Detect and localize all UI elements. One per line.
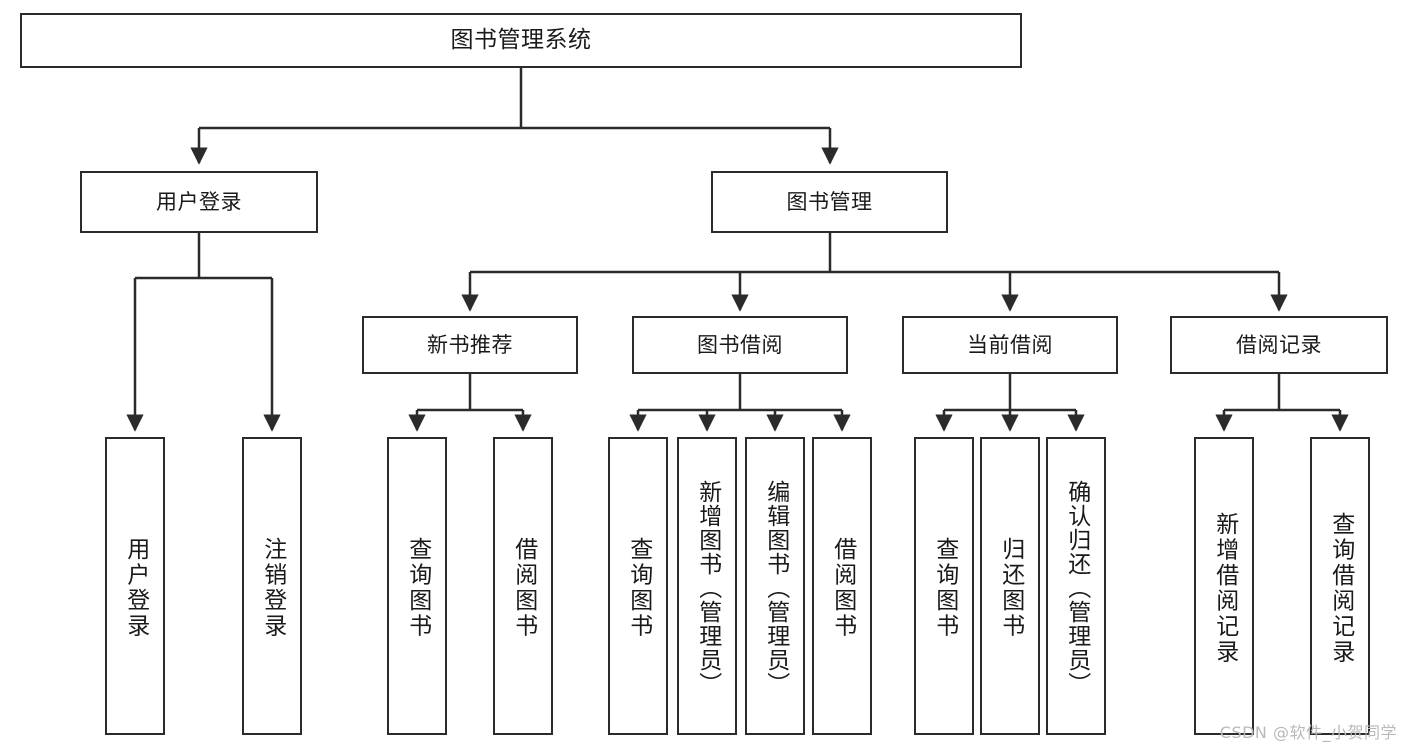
- node-new-book-recommend[interactable]: 新书推荐: [362, 316, 578, 374]
- node-label: 查询图书: [404, 537, 431, 639]
- node-label: 用户登录: [156, 189, 242, 214]
- node-label: 查询图书: [625, 537, 652, 639]
- node-label: 借阅图书: [829, 537, 856, 639]
- leaf-current-borrow-return-book[interactable]: 归还图书: [980, 437, 1040, 735]
- node-label: 图书管理: [786, 189, 873, 214]
- node-label: 注销登录: [259, 537, 286, 639]
- leaf-borrow-record-add-record[interactable]: 新增借阅记录: [1194, 437, 1254, 735]
- node-label: 新增借阅记录: [1211, 511, 1238, 665]
- leaf-borrow-record-query-record[interactable]: 查询借阅记录: [1310, 437, 1370, 735]
- node-label: 归还图书: [997, 537, 1024, 639]
- node-book-borrow[interactable]: 图书借阅: [632, 316, 848, 374]
- node-label: 新增图书（管理员）: [694, 480, 721, 696]
- node-label: 编辑图书（管理员）: [762, 480, 789, 696]
- node-label: 确认归还（管理员）: [1063, 480, 1090, 696]
- node-label: 借阅图书: [510, 537, 537, 639]
- node-label: 查询图书: [931, 537, 958, 639]
- node-label: 查询借阅记录: [1327, 511, 1354, 665]
- leaf-current-borrow-confirm-return-admin[interactable]: 确认归还（管理员）: [1046, 437, 1106, 735]
- leaf-new-book-borrow-book[interactable]: 借阅图书: [493, 437, 553, 735]
- node-current-borrow[interactable]: 当前借阅: [902, 316, 1118, 374]
- node-label: 当前借阅: [967, 332, 1053, 357]
- leaf-book-borrow-query-book[interactable]: 查询图书: [608, 437, 668, 735]
- node-label: 图书借阅: [697, 332, 783, 357]
- csdn-watermark: CSDN @软件_小贺同学: [1219, 723, 1397, 742]
- leaf-new-book-query-book[interactable]: 查询图书: [387, 437, 447, 735]
- leaf-current-borrow-query-book[interactable]: 查询图书: [914, 437, 974, 735]
- leaf-user-login-logout[interactable]: 注销登录: [242, 437, 302, 735]
- leaf-user-login-login[interactable]: 用户登录: [105, 437, 165, 735]
- node-borrow-record[interactable]: 借阅记录: [1170, 316, 1388, 374]
- node-label: 图书管理系统: [450, 26, 592, 53]
- node-label: 新书推荐: [427, 332, 513, 357]
- node-book-management[interactable]: 图书管理: [711, 171, 948, 233]
- node-label: 用户登录: [122, 537, 149, 639]
- node-root-system[interactable]: 图书管理系统: [20, 13, 1022, 68]
- node-label: 借阅记录: [1236, 332, 1322, 357]
- leaf-book-borrow-add-book-admin[interactable]: 新增图书（管理员）: [677, 437, 737, 735]
- node-user-login[interactable]: 用户登录: [80, 171, 318, 233]
- leaf-book-borrow-borrow-book[interactable]: 借阅图书: [812, 437, 872, 735]
- leaf-book-borrow-edit-book-admin[interactable]: 编辑图书（管理员）: [745, 437, 805, 735]
